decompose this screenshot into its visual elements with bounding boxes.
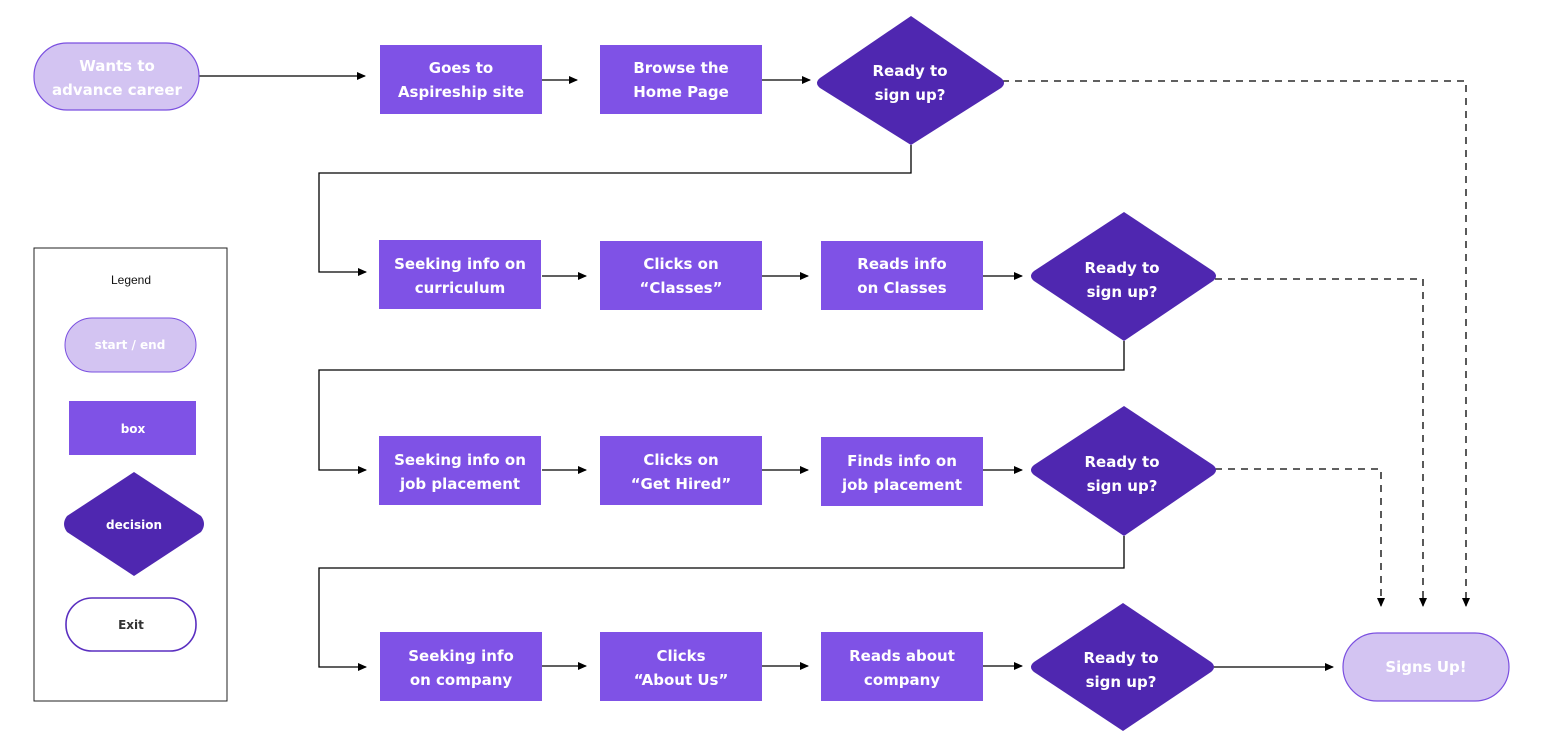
dashed-row3-yes [1215,468,1385,607]
process-box: Goes to Aspireship site [380,45,542,114]
connectors [199,72,1470,671]
decision-diamond: Ready to sign up? [1031,212,1216,341]
legend-start-end-label: start / end [95,338,166,352]
legend: Legend start / end box decision Exit [33,247,228,702]
legend-exit-label: Exit [118,618,144,632]
process-box: Clicks “About Us” [600,632,762,701]
dashed-row2-yes [1215,278,1427,607]
process-box: Finds info on job placement [821,437,983,506]
process-box: Reads about company [821,632,983,701]
box-line-1: Seeking info [408,647,514,665]
decision-line-2: sign up? [1086,673,1157,691]
box-line-2: on Classes [857,279,947,297]
end-terminal: Signs Up! [1342,632,1510,702]
process-box: Clicks on “Classes” [600,241,762,310]
decision-diamond: Ready to sign up? [1031,406,1216,536]
dashed-row1-yes [1002,80,1470,607]
process-box: Seeking info on job placement [379,436,541,505]
box-line-2: curriculum [415,279,506,297]
decision-line-1: Ready to [1083,649,1158,667]
box-line-1: Browse the [633,59,728,77]
box-line-1: Goes to [429,59,493,77]
process-box: Seeking info on company [380,632,542,701]
box-line-2: company [864,671,940,689]
legend-decision-label: decision [106,518,162,532]
decision-line-1: Ready to [1084,453,1159,471]
box-line-2: Home Page [633,83,729,101]
decision-line-1: Ready to [1084,259,1159,277]
legend-exit: Exit [65,597,197,652]
box-line-2: “About Us” [634,671,729,689]
row-3: Seeking info on job placement Clicks on … [379,406,1216,536]
legend-decision: decision [64,472,204,576]
decision-line-2: sign up? [1087,477,1158,495]
connector-row2-to-row3 [318,341,1125,474]
process-box: Browse the Home Page [600,45,762,114]
decision-line-2: sign up? [875,86,946,104]
box-line-1: Clicks on [643,451,718,469]
box-line-2: job placement [399,475,520,493]
row-1: Goes to Aspireship site Browse the Home … [380,16,1004,145]
legend-title: Legend [111,273,151,287]
legend-box: box [69,401,196,455]
process-box: Seeking info on curriculum [379,240,541,309]
box-line-1: Reads about [849,647,955,665]
box-line-1: Seeking info on [394,451,526,469]
box-line-2: on company [410,671,513,689]
row-2: Seeking info on curriculum Clicks on “Cl… [379,212,1216,341]
end-line-1: Signs Up! [1385,658,1466,676]
box-line-1: Reads info [857,255,946,273]
process-box: Clicks on “Get Hired” [600,436,762,505]
box-line-1: Seeking info on [394,255,526,273]
legend-box-label: box [121,422,146,436]
box-line-1: Clicks on [643,255,718,273]
decision-line-2: sign up? [1087,283,1158,301]
connector-row1-to-row2 [318,145,912,276]
connector-row3-to-row4 [318,536,1125,671]
legend-start-end: start / end [64,317,197,373]
decision-line-1: Ready to [872,62,947,80]
decision-diamond: Ready to sign up? [817,16,1004,145]
box-line-1: Clicks [656,647,705,665]
start-line-2: advance career [52,81,182,99]
box-line-2: job placement [841,476,962,494]
decision-diamond: Ready to sign up? [1031,603,1214,731]
box-line-1: Finds info on [847,452,957,470]
start-terminal: Wants to advance career [33,42,200,111]
box-line-2: Aspireship site [398,83,524,101]
box-line-2: “Classes” [640,279,723,297]
start-line-1: Wants to [79,57,155,75]
box-line-2: “Get Hired” [631,475,732,493]
row-4: Seeking info on company Clicks “About Us… [380,603,1214,731]
process-box: Reads info on Classes [821,241,983,310]
